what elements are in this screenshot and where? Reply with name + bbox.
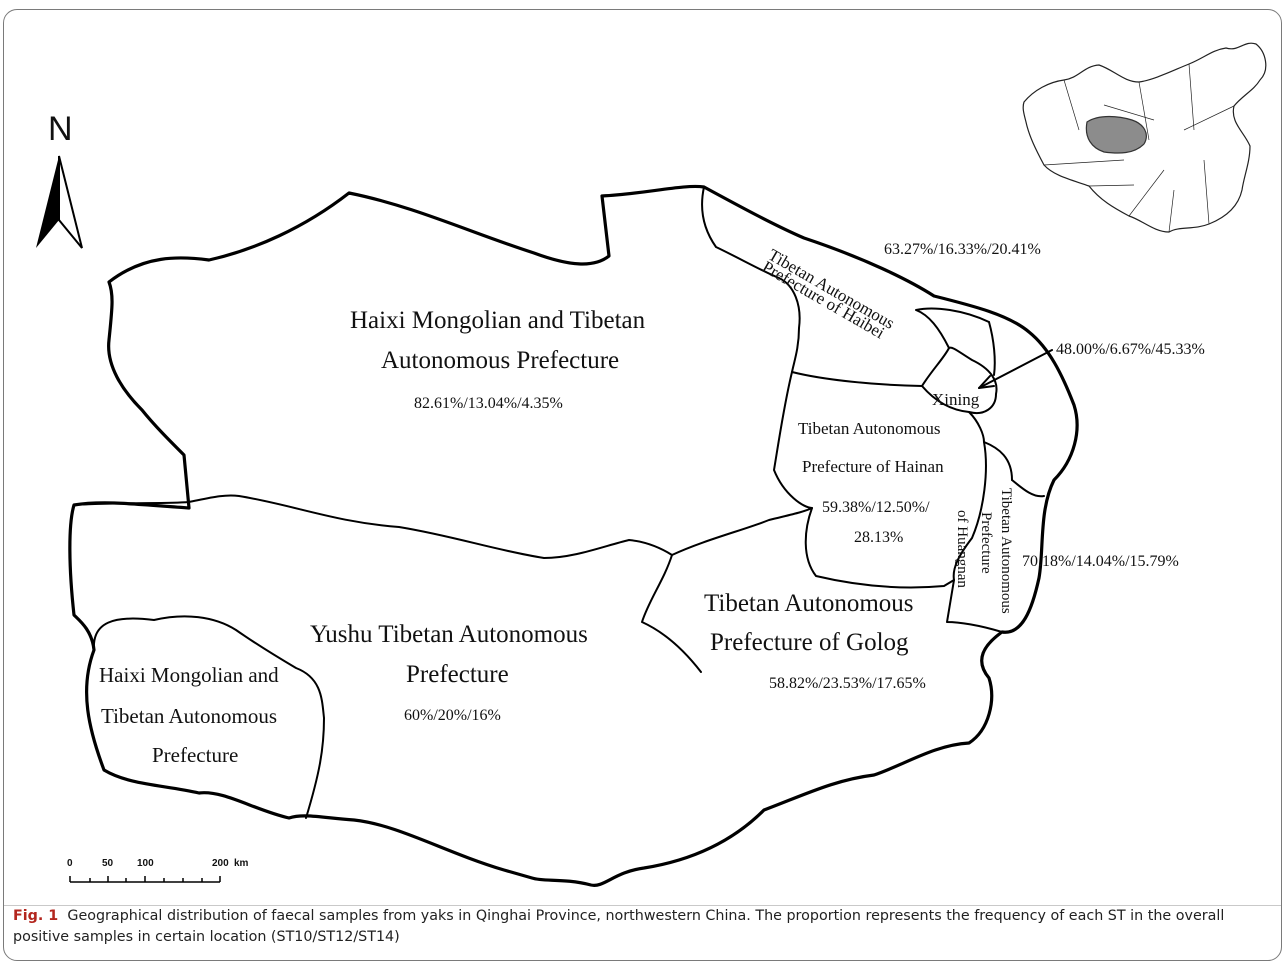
region-hainan-name-line1: Tibetan Autonomous xyxy=(798,419,941,438)
scale-tick-50: 50 xyxy=(102,858,114,869)
region-xining-proportion: 48.00%/6.67%/45.33% xyxy=(1056,341,1205,358)
caption-divider xyxy=(4,905,1281,906)
region-hainan-name-line2: Prefecture of Hainan xyxy=(802,457,944,476)
region-haixi-west-name-line3: Prefecture xyxy=(152,743,239,767)
region-haixi-west-name-line1: Haixi Mongolian and xyxy=(99,663,279,687)
region-huangnan-name-line3: of Huangnan xyxy=(954,510,970,588)
region-haixi-west-name-line2: Tibetan Autonomous xyxy=(101,704,277,728)
figure-number: Fig. 1 xyxy=(13,908,59,924)
region-yushu-name-line2: Prefecture xyxy=(406,661,509,688)
region-huangnan-name-line1: Tibetan Autonomous xyxy=(998,488,1014,614)
scale-unit: km xyxy=(234,858,249,869)
figure-frame: N Haixi Mongolian and Tibetan Autonomous… xyxy=(3,9,1282,961)
region-yushu-name-line1: Yushu Tibetan Autonomous xyxy=(310,621,588,648)
region-xining-name: Xining xyxy=(932,390,980,409)
region-haixi-proportion: 82.61%/13.04%/4.35% xyxy=(414,395,563,412)
region-huangnan-name-line2: Prefecture xyxy=(978,512,994,574)
region-golog-name-line1: Tibetan Autonomous xyxy=(704,590,914,617)
china-inset-map-icon xyxy=(1022,42,1267,233)
region-haibei-proportion: 63.27%/16.33%/20.41% xyxy=(884,241,1041,258)
region-golog-name-line2: Prefecture of Golog xyxy=(710,629,909,656)
qinghai-map xyxy=(36,42,1267,887)
scale-tick-200: 200 xyxy=(212,858,229,869)
region-haixi-name-line1: Haixi Mongolian and Tibetan xyxy=(350,307,646,334)
caption-text: Geographical distribution of faecal samp… xyxy=(13,908,1225,945)
north-arrow-icon xyxy=(36,155,83,249)
region-golog-proportion: 58.82%/23.53%/17.65% xyxy=(769,675,926,692)
figure-caption: Fig. 1 Geographical distribution of faec… xyxy=(13,906,1271,948)
scale-bar-icon xyxy=(69,876,221,883)
north-label: N xyxy=(48,110,73,148)
scale-tick-100: 100 xyxy=(137,858,154,869)
province-outline xyxy=(68,184,1079,887)
region-yushu-proportion: 60%/20%/16% xyxy=(404,707,501,724)
region-haixi-name-line2: Autonomous Prefecture xyxy=(381,347,620,374)
scale-tick-0: 0 xyxy=(67,858,73,869)
region-hainan-proportion-line2: 28.13% xyxy=(854,529,904,546)
region-hainan-proportion-line1: 59.38%/12.50%/ xyxy=(822,499,930,516)
region-huangnan-proportion: 70.18%/14.04%/15.79% xyxy=(1022,553,1179,570)
